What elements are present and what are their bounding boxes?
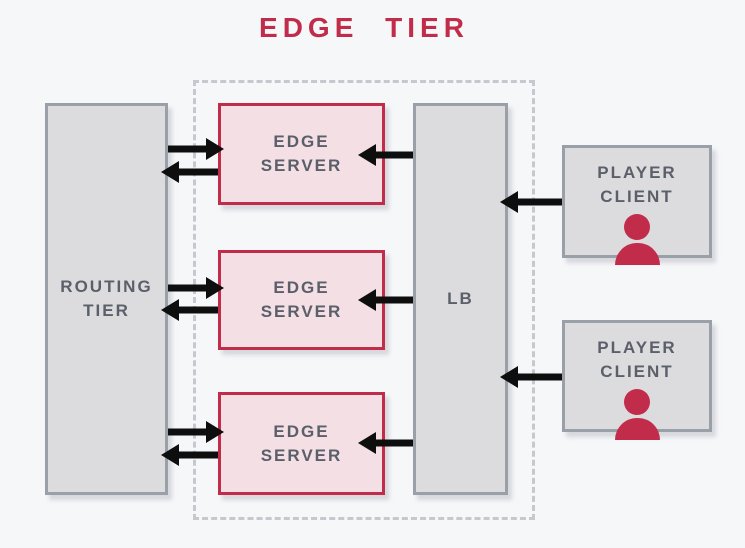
person-icon-body [614,417,660,440]
player-client-node-1: PLAYER CLIENT [562,145,712,265]
arrow-player-client-1-to-lb [500,191,562,213]
person-icon [614,213,660,265]
edge-server-label: EDGE SERVER [260,278,343,321]
player-client-node-2: PLAYER CLIENT [562,320,712,440]
person-icon-head [624,388,650,415]
arrow-lb-to-edge-server-1 [358,144,413,166]
arrow-routing-to-edge-server-1 [168,138,224,160]
routing-tier-label: ROUTING TIER [60,277,153,320]
arrow-routing-to-edge-server-2 [168,277,224,299]
arrow-edge-server-2-to-routing [161,299,218,321]
arrow-routing-to-edge-server-3 [168,421,224,443]
person-icon-head [624,213,650,240]
load-balancer-node: LB [413,103,508,495]
arrow-edge-server-3-to-routing [161,444,218,466]
arrow-player-client-2-to-lb [500,366,562,388]
arrow-lb-to-edge-server-3 [358,432,413,454]
edge-server-label: EDGE SERVER [260,132,343,175]
routing-tier-node: ROUTING TIER [45,103,168,495]
edge-tier-boundary [193,80,535,520]
arrow-edge-server-1-to-routing [161,161,218,183]
arrow-lb-to-edge-server-2 [358,289,413,311]
edge-server-label: EDGE SERVER [260,421,343,465]
player-client-label: PLAYER CLIENT [597,338,677,381]
person-icon [614,388,660,440]
load-balancer-label: LB [447,289,474,309]
player-client-label: PLAYER CLIENT [597,163,677,206]
person-icon-body [614,242,660,265]
diagram-title: EDGE TIER [259,12,469,43]
